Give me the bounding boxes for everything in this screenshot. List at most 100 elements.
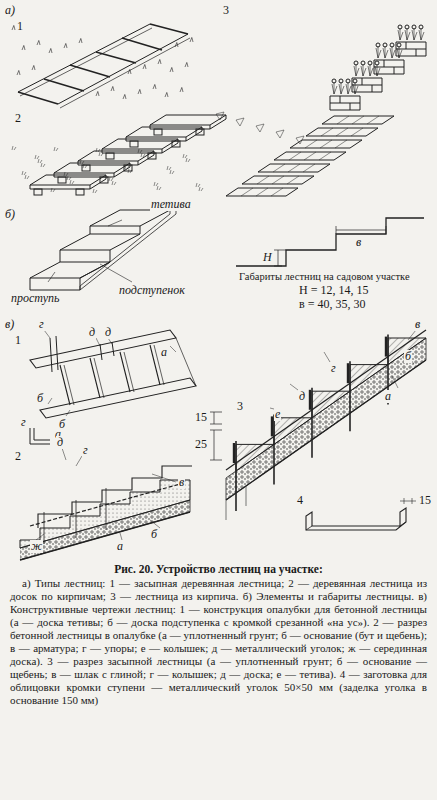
grass-stroke — [70, 180, 74, 184]
brick — [106, 153, 114, 159]
grass-stroke — [196, 183, 200, 187]
grass-stroke — [138, 89, 141, 94]
grass-stroke — [125, 165, 129, 169]
part-name: Н = 12, 14, 15 — [298, 284, 369, 297]
grass-stroke — [138, 149, 142, 153]
brick-step — [258, 164, 330, 172]
brick-step — [274, 152, 346, 160]
grass-stroke — [51, 188, 55, 192]
flower — [368, 61, 372, 65]
board — [385, 337, 387, 357]
stake — [311, 388, 313, 458]
grass-stroke — [123, 94, 126, 99]
callout-letter: д — [88, 326, 96, 339]
grass-stroke — [185, 62, 188, 67]
grass-stroke — [165, 92, 168, 97]
angle-blank-figure — [306, 498, 416, 530]
grass-stroke — [25, 175, 29, 179]
grass-stroke — [190, 37, 193, 42]
callout-letter: 2 — [14, 112, 22, 125]
grass-strokes — [12, 25, 193, 99]
brick-stairs-figure — [216, 25, 426, 196]
brick — [154, 129, 162, 135]
flower — [397, 43, 401, 47]
grass-stroke — [154, 182, 158, 186]
callout-letter: 4 — [296, 494, 304, 507]
grass-stroke — [12, 25, 15, 30]
board — [233, 443, 235, 463]
part-name: подступенок — [118, 284, 186, 297]
grass-stroke — [80, 160, 84, 164]
flower-box — [352, 78, 382, 92]
callout-letter: 3 — [236, 400, 244, 413]
grass-stroke — [158, 59, 161, 64]
grass-stroke — [12, 146, 16, 150]
brick-step — [306, 128, 378, 136]
grass-stroke — [199, 187, 203, 191]
grass-stroke — [64, 172, 68, 176]
brick-joint — [321, 128, 363, 136]
plant — [383, 46, 388, 58]
callout-letter: 1 — [14, 334, 22, 347]
callout-letter: 1 — [16, 20, 24, 33]
grass-stroke — [79, 38, 82, 43]
callout-letter: г — [82, 444, 89, 457]
brick — [100, 177, 108, 183]
brick — [130, 141, 138, 147]
plant — [216, 112, 224, 120]
callout-letter: д — [104, 326, 112, 339]
plant — [390, 46, 395, 58]
brick — [172, 141, 180, 147]
board — [271, 416, 273, 436]
grass-stroke — [170, 67, 173, 72]
fill-stairs-figure — [12, 24, 193, 108]
step-fill — [388, 338, 426, 365]
callout-letter: б — [36, 392, 44, 405]
brick — [82, 165, 90, 171]
stringer — [226, 330, 426, 470]
brick-step — [322, 116, 394, 124]
grass-stroke — [128, 69, 131, 74]
flower — [332, 79, 336, 83]
plant — [405, 28, 410, 40]
part-name: Габариты лестниц на садовом участке — [238, 270, 411, 283]
callout-letter: а) — [4, 4, 16, 17]
flower — [419, 25, 423, 29]
callout-letter: а — [116, 540, 124, 553]
flower — [354, 61, 358, 65]
stair-profile — [236, 218, 424, 266]
grass-stroke — [175, 42, 178, 47]
grass-stroke — [67, 176, 71, 180]
flower — [353, 79, 357, 83]
grass-stroke — [143, 64, 146, 69]
plant — [419, 28, 424, 40]
flower — [412, 25, 416, 29]
plant — [361, 64, 366, 76]
plant — [332, 82, 337, 94]
stake — [235, 441, 237, 511]
board-stairs-figure — [12, 115, 226, 195]
grass-stroke — [167, 166, 171, 170]
brick-step — [226, 188, 298, 196]
grass-stroke — [128, 169, 132, 173]
grass-stroke — [96, 148, 100, 152]
stake — [273, 414, 275, 484]
flower-box — [396, 42, 426, 56]
plant — [256, 124, 264, 132]
stair-elements-figure — [30, 210, 176, 290]
callout-letter: г — [20, 416, 27, 429]
brick-joint — [289, 152, 331, 160]
callout-letter: а — [160, 346, 168, 359]
brick-joint — [337, 116, 379, 124]
callout-letter: в — [355, 236, 362, 249]
flower — [346, 79, 350, 83]
callout-letter: б — [150, 528, 158, 541]
plant — [296, 136, 304, 144]
plant — [346, 82, 351, 94]
plant — [368, 64, 373, 76]
concrete-stair-figure — [20, 448, 192, 560]
callout-letter: а — [384, 390, 392, 403]
plank — [150, 115, 226, 125]
brick — [34, 189, 42, 195]
brick-step — [290, 140, 362, 148]
